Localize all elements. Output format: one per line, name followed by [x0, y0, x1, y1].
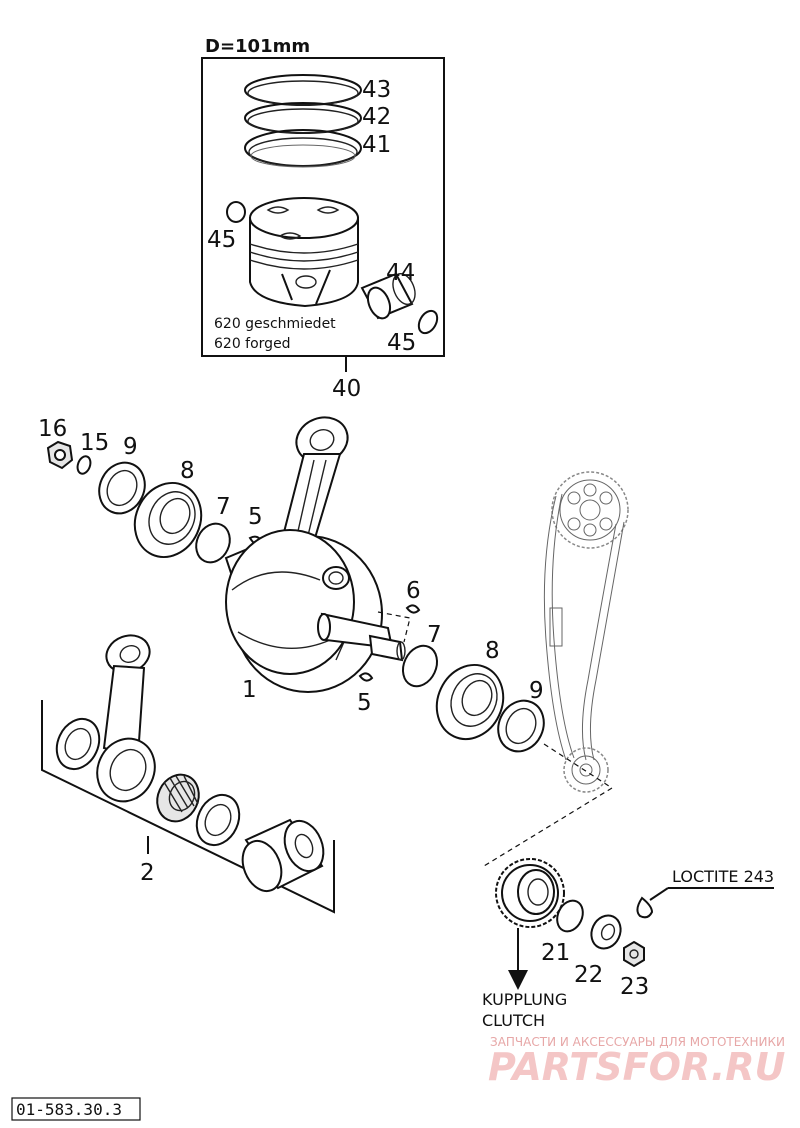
woodruff-key-5-right	[358, 672, 374, 682]
spacer-21	[556, 899, 584, 933]
crank-pin	[241, 818, 325, 893]
crank-web-back	[225, 529, 355, 675]
connecting-rod-2	[96, 634, 156, 803]
chain-guide-marker	[549, 607, 563, 647]
callout-8-left: 8	[180, 458, 195, 484]
callout-2: 2	[140, 860, 155, 886]
circlip-45-right	[417, 309, 439, 335]
nut-23	[623, 940, 645, 968]
piston	[249, 197, 359, 308]
loctite-label: LOCTITE 243	[672, 867, 774, 886]
callout-6: 6	[406, 578, 421, 604]
nut-16	[46, 440, 74, 470]
crank-timing-sprocket	[563, 747, 609, 793]
washer-22	[590, 914, 622, 950]
callout-45-right: 45	[387, 330, 416, 356]
washer-15	[76, 455, 92, 475]
connecting-rod-on-crank	[280, 416, 349, 550]
piston-ring-42	[244, 102, 362, 134]
callout-21: 21	[541, 940, 570, 966]
circlip-45-left	[226, 201, 246, 223]
callout-1: 1	[242, 677, 257, 703]
watermark-brand: PARTSFOR.RU	[488, 1045, 786, 1089]
left-bearing-stack: 16 15 9 8 7 5	[38, 416, 264, 564]
thrust-washer	[55, 717, 101, 771]
primary-gear-group: KUPPLUNG CLUTCH 21 22 23 LOCTITE 243	[482, 858, 774, 1030]
piston-ring-41	[244, 129, 362, 168]
primary-gear	[495, 858, 565, 928]
piston-kit-group: D=101mm 43 42 41 45	[201, 36, 445, 402]
timing-chain-left-run	[543, 495, 567, 761]
callout-41: 41	[362, 132, 391, 158]
callout-23: 23	[620, 974, 649, 1000]
ball-bearing-8-right	[435, 664, 505, 740]
kupplung-label: KUPPLUNG	[482, 990, 567, 1009]
gear-dashed-line	[483, 787, 613, 867]
reference-box: 01-583.30.3	[11, 1097, 141, 1121]
callout-43: 43	[362, 77, 391, 103]
piston-pin-44	[360, 272, 416, 320]
shaft-seal-9-right	[497, 699, 545, 753]
callout-16: 16	[38, 416, 67, 442]
piston-diameter-label: D=101mm	[205, 36, 310, 57]
callout-7-left: 7	[216, 494, 231, 520]
crankshaft-assembly: 1	[224, 416, 411, 703]
conrod-kit-group: 2	[41, 634, 335, 914]
thrust-washer-2	[195, 793, 241, 847]
needle-bearing	[156, 773, 200, 823]
callout-5-left: 5	[248, 504, 263, 530]
piston-kit-box	[201, 57, 445, 357]
piston-note-english: 620 forged	[214, 336, 291, 352]
camshaft-sprocket	[551, 471, 629, 549]
key-alignment-dashes	[377, 611, 411, 643]
timing-chain-right-run	[589, 521, 625, 761]
callout-9-left: 9	[123, 434, 138, 460]
right-bearing-stack: 6 7 8 9 5	[357, 578, 545, 753]
piston-ring-43	[244, 74, 362, 106]
shim-7-right	[401, 644, 439, 688]
callout-40: 40	[332, 376, 361, 402]
ball-bearing-8-left	[133, 482, 203, 558]
watermark-tagline: ЗАПЧАСТИ И АКСЕССУАРЫ ДЛЯ МОТОТЕХНИКИ	[490, 1035, 785, 1049]
timing-dashed-line	[543, 743, 613, 789]
loctite-drop-icon	[636, 887, 774, 919]
callout-44: 44	[386, 260, 415, 286]
piston-note-german: 620 geschmiedet	[214, 316, 336, 332]
reference-number: 01-583.30.3	[16, 1100, 122, 1119]
callout-8-right: 8	[485, 638, 500, 664]
timing-chain-assembly	[483, 471, 629, 867]
callout-22: 22	[574, 962, 603, 988]
shim-7-left	[195, 522, 231, 564]
callout-7-right: 7	[427, 622, 442, 648]
callout-42: 42	[362, 104, 391, 130]
callout-15: 15	[80, 430, 109, 456]
callout-9-right: 9	[529, 678, 544, 704]
clutch-label: CLUTCH	[482, 1011, 545, 1030]
clutch-arrow	[508, 928, 528, 990]
watermark: ЗАПЧАСТИ И АКСЕССУАРЫ ДЛЯ МОТОТЕХНИКИ PA…	[488, 1035, 786, 1089]
callout-45-left: 45	[207, 227, 236, 253]
conrod-kit-bracket	[41, 700, 335, 914]
callout-5-right: 5	[357, 690, 372, 716]
woodruff-key-6	[405, 604, 421, 614]
crank-pin-hole	[322, 566, 350, 590]
shaft-seal-9-left	[98, 461, 146, 515]
